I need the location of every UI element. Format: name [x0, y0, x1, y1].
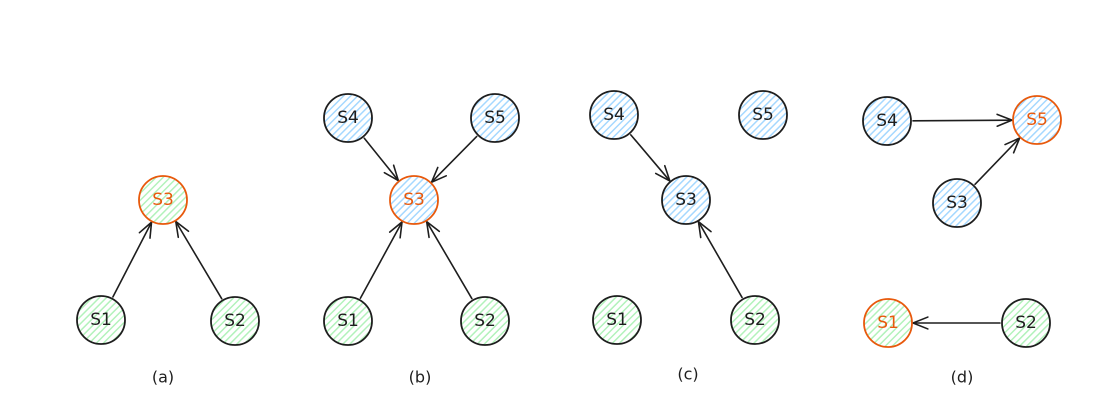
- node-label: S1: [90, 310, 112, 330]
- arrowhead: [697, 219, 712, 239]
- arrowhead: [138, 220, 153, 239]
- arrowhead: [430, 166, 448, 184]
- edge-a-s2-to-s3: [174, 219, 223, 300]
- node-circle: [323, 93, 373, 143]
- node-label: S2: [474, 311, 496, 331]
- node-circle: [210, 296, 260, 346]
- node-c-s5: S5: [738, 90, 788, 140]
- node-circle: [862, 96, 912, 146]
- node-label: S1: [337, 311, 359, 331]
- panel-label-d: (d): [951, 368, 974, 387]
- edge-b-s2-to-s3: [425, 219, 473, 300]
- node-circle: [323, 296, 373, 346]
- node-circle: [1001, 298, 1051, 348]
- arrowhead: [654, 164, 672, 183]
- node-circle: [661, 175, 711, 225]
- node-c-s2: S2: [730, 295, 780, 345]
- node-circle: [1012, 95, 1062, 145]
- node-circle: [470, 93, 520, 143]
- node-d-s1: S1: [863, 298, 913, 348]
- node-label: S5: [1026, 110, 1048, 130]
- node-label: S1: [877, 313, 899, 333]
- node-label: S2: [1015, 313, 1037, 333]
- node-label: S2: [224, 311, 246, 331]
- node-c-s1: S1: [592, 295, 642, 345]
- node-circle: [389, 175, 439, 225]
- panel-labels-layer: (a) (b) (c) (d): [152, 365, 973, 387]
- node-d-s5: S5: [1012, 95, 1062, 145]
- edge-d-s2-to-s1: [910, 316, 1001, 330]
- node-d-s2: S2: [1001, 298, 1051, 348]
- edge-b-s4-to-s3: [363, 137, 400, 183]
- node-c-s4: S4: [589, 90, 639, 140]
- panel-label-a: (a): [152, 368, 174, 387]
- edge-d-s4-to-s5: [912, 113, 1015, 127]
- node-label: S3: [675, 190, 697, 210]
- node-label: S5: [752, 105, 774, 125]
- edge-c-s2-to-s3: [697, 219, 743, 299]
- node-circle: [460, 296, 510, 346]
- node-b-s3: S3: [389, 175, 439, 225]
- arrowhead: [388, 220, 404, 239]
- node-label: S3: [152, 190, 174, 210]
- edge-c-s4-to-s3: [630, 134, 672, 183]
- node-circle: [932, 178, 982, 228]
- node-a-s1: S1: [76, 295, 126, 345]
- node-circle: [863, 298, 913, 348]
- node-a-s3: S3: [138, 175, 188, 225]
- node-b-s5: S5: [470, 93, 520, 143]
- node-circle: [592, 295, 642, 345]
- node-label: S4: [603, 105, 625, 125]
- edge-b-s1-to-s3: [359, 220, 404, 299]
- node-label: S1: [606, 310, 628, 330]
- panel-label-b: (b): [409, 368, 432, 387]
- node-b-s1: S1: [323, 296, 373, 346]
- edge-a-s1-to-s3: [112, 220, 153, 298]
- arrowhead: [425, 219, 441, 239]
- node-label: S5: [484, 108, 506, 128]
- node-circle: [730, 295, 780, 345]
- node-label: S3: [946, 193, 968, 213]
- arrowhead: [910, 316, 929, 330]
- edge-b-s5-to-s3: [430, 135, 478, 184]
- node-label: S3: [403, 190, 425, 210]
- arrowhead: [383, 164, 400, 183]
- node-d-s3: S3: [932, 178, 982, 228]
- node-circle: [738, 90, 788, 140]
- node-b-s4: S4: [323, 93, 373, 143]
- node-label: S4: [337, 108, 359, 128]
- arrowhead: [1004, 136, 1022, 154]
- panel-label-c: (c): [677, 365, 698, 384]
- node-label: S4: [876, 111, 898, 131]
- node-circle: [76, 295, 126, 345]
- node-c-s3: S3: [661, 175, 711, 225]
- node-circle: [138, 175, 188, 225]
- node-b-s2: S2: [460, 296, 510, 346]
- node-a-s2: S2: [210, 296, 260, 346]
- edge-d-s3-to-s5: [974, 136, 1022, 186]
- arrowhead: [174, 219, 190, 239]
- node-label: S2: [744, 310, 766, 330]
- node-d-s4: S4: [862, 96, 912, 146]
- arrowhead: [996, 113, 1015, 127]
- edges-layer: [112, 113, 1022, 330]
- node-circle: [589, 90, 639, 140]
